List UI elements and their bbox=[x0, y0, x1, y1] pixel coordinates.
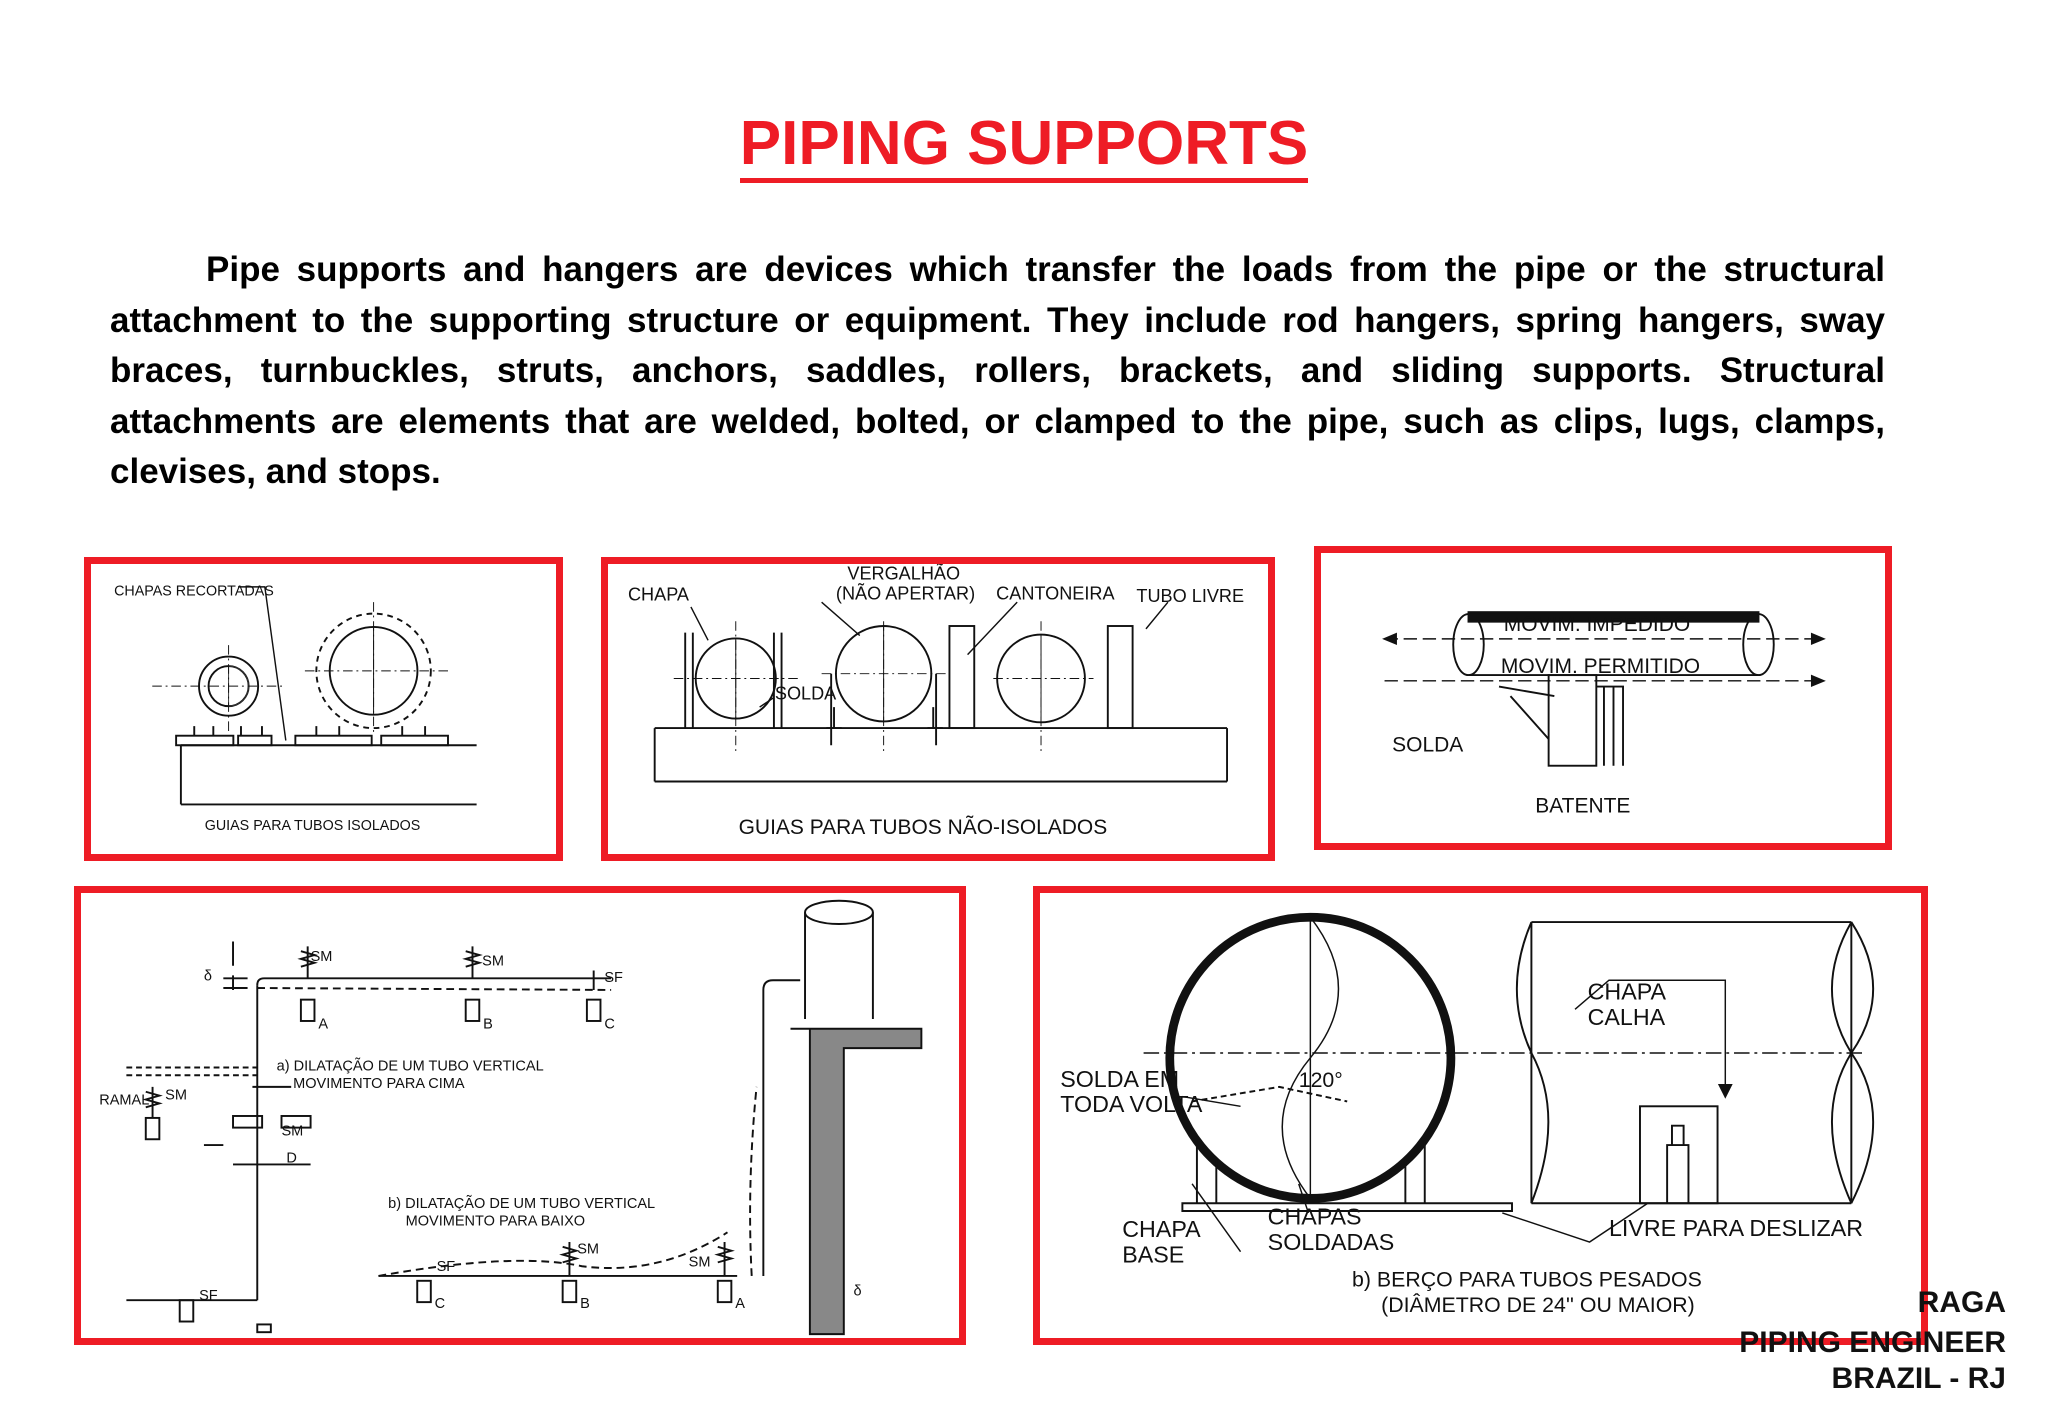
point-a-label: A bbox=[318, 1017, 328, 1033]
sm-label-5: SM bbox=[577, 1242, 599, 1258]
chapas-soldadas-label-2: SOLDADAS bbox=[1268, 1229, 1395, 1255]
sm-label-2: SM bbox=[482, 954, 504, 970]
sf-label-3: SF bbox=[437, 1259, 456, 1275]
figure-uninsulated-guides: CHAPA VERGALHÃO (NÃO APERTAR) CANTONEIRA… bbox=[601, 557, 1275, 861]
point-b-label-b: B bbox=[580, 1296, 590, 1312]
sf-label-2: SF bbox=[199, 1288, 218, 1304]
sm-label-1: SM bbox=[311, 949, 333, 965]
sm-label-6: SM bbox=[689, 1254, 711, 1270]
stop-drawing: MOVIM. IMPEDIDO MOVIM. PERMITIDO SOLDA B… bbox=[1382, 611, 1826, 817]
nao-apertar-label: (NÃO APERTAR) bbox=[836, 582, 975, 603]
point-c-label: C bbox=[604, 1017, 614, 1033]
caption-a-line1: a) DILATAÇÃO DE UM TUBO VERTICAL bbox=[277, 1057, 544, 1074]
solda-em-label: SOLDA EM bbox=[1060, 1066, 1179, 1092]
chapas-soldadas-label-1: CHAPAS bbox=[1268, 1204, 1362, 1230]
uninsulated-guides-caption: GUIAS PARA TUBOS NÃO-ISOLADOS bbox=[739, 815, 1108, 839]
cantoneira-label: CANTONEIRA bbox=[996, 583, 1115, 603]
batente-label: BATENTE bbox=[1535, 794, 1630, 817]
cradle-caption-line2: (DIÂMETRO DE 24'' OU MAIOR) bbox=[1381, 1292, 1695, 1317]
angle-label: 120° bbox=[1299, 1068, 1343, 1092]
solda-label: SOLDA bbox=[775, 683, 837, 703]
uninsulated-guides-drawing: CHAPA VERGALHÃO (NÃO APERTAR) CANTONEIRA… bbox=[628, 564, 1244, 839]
chapa-base-label-2: BASE bbox=[1122, 1241, 1184, 1267]
cradle-drawing: CHAPA CALHA SOLDA EM TODA VOLTA 120° CHA… bbox=[1060, 912, 1874, 1317]
figure-vertical-expansion: SM SM SM SM SM SM SF SF SF A B C D C B A… bbox=[74, 886, 966, 1345]
chapa-label: CHAPA bbox=[628, 584, 690, 604]
toda-volta-label: TODA VOLTA bbox=[1060, 1091, 1203, 1117]
figure-insulated-guides: CHAPAS RECORTADAS GUIAS PARA TUBOS ISOLA… bbox=[84, 557, 563, 861]
movim-permitido-label: MOVIM. PERMITIDO bbox=[1501, 655, 1700, 678]
solda-label-stop: SOLDA bbox=[1392, 733, 1463, 756]
ramal-label: RAMAL bbox=[99, 1092, 149, 1108]
chapa-calha-label-2: CALHA bbox=[1588, 1004, 1666, 1030]
intro-paragraph: Pipe supports and hangers are devices wh… bbox=[110, 250, 1885, 491]
cradle-caption-line1: b) BERÇO PARA TUBOS PESADOS bbox=[1352, 1268, 1702, 1292]
vergalhao-label: VERGALHÃO bbox=[847, 564, 960, 583]
credit-line-3: BRAZIL - RJ bbox=[1831, 1362, 2006, 1395]
page-title-text: PIPING SUPPORTS bbox=[739, 109, 1309, 183]
point-a-label-b: A bbox=[735, 1296, 745, 1312]
caption-b-line1: b) DILATAÇÃO DE UM TUBO VERTICAL bbox=[388, 1195, 655, 1212]
delta-label-b: δ bbox=[854, 1283, 862, 1299]
point-b-label: B bbox=[483, 1017, 493, 1033]
delta-label: δ bbox=[204, 968, 212, 984]
insulated-guides-caption: GUIAS PARA TUBOS ISOLADOS bbox=[205, 818, 421, 834]
tubo-livre-label: TUBO LIVRE bbox=[1136, 586, 1244, 606]
livre-para-deslizar-label: LIVRE PARA DESLIZAR bbox=[1609, 1215, 1863, 1241]
movim-impedido-label: MOVIM. IMPEDIDO bbox=[1504, 613, 1690, 636]
sf-label-1: SF bbox=[604, 970, 623, 986]
credit-line-1: RAGA bbox=[1917, 1286, 2006, 1319]
point-c-label-b: C bbox=[435, 1296, 446, 1312]
sm-label-3: SM bbox=[165, 1088, 187, 1104]
sm-label-4: SM bbox=[282, 1123, 304, 1139]
vertical-expansion-drawing: SM SM SM SM SM SM SF SF SF A B C D C B A… bbox=[99, 899, 923, 1336]
chapa-base-label-1: CHAPA bbox=[1122, 1216, 1201, 1242]
credit-line-2: PIPING ENGINEER bbox=[1739, 1326, 2006, 1359]
chapa-calha-label-1: CHAPA bbox=[1588, 979, 1667, 1005]
figure-stop: MOVIM. IMPEDIDO MOVIM. PERMITIDO SOLDA B… bbox=[1314, 546, 1892, 850]
caption-a-line2: MOVIMENTO PARA CIMA bbox=[293, 1076, 465, 1092]
page-title: PIPING SUPPORTS bbox=[0, 108, 2048, 183]
chapas-recortadas-label: CHAPAS RECORTADAS bbox=[114, 583, 274, 599]
point-d-label: D bbox=[286, 1151, 297, 1167]
figure-cradle: CHAPA CALHA SOLDA EM TODA VOLTA 120° CHA… bbox=[1033, 886, 1928, 1345]
insulated-guides-drawing: CHAPAS RECORTADAS GUIAS PARA TUBOS ISOLA… bbox=[114, 583, 477, 834]
caption-b-line2: MOVIMENTO PARA BAIXO bbox=[406, 1214, 586, 1230]
